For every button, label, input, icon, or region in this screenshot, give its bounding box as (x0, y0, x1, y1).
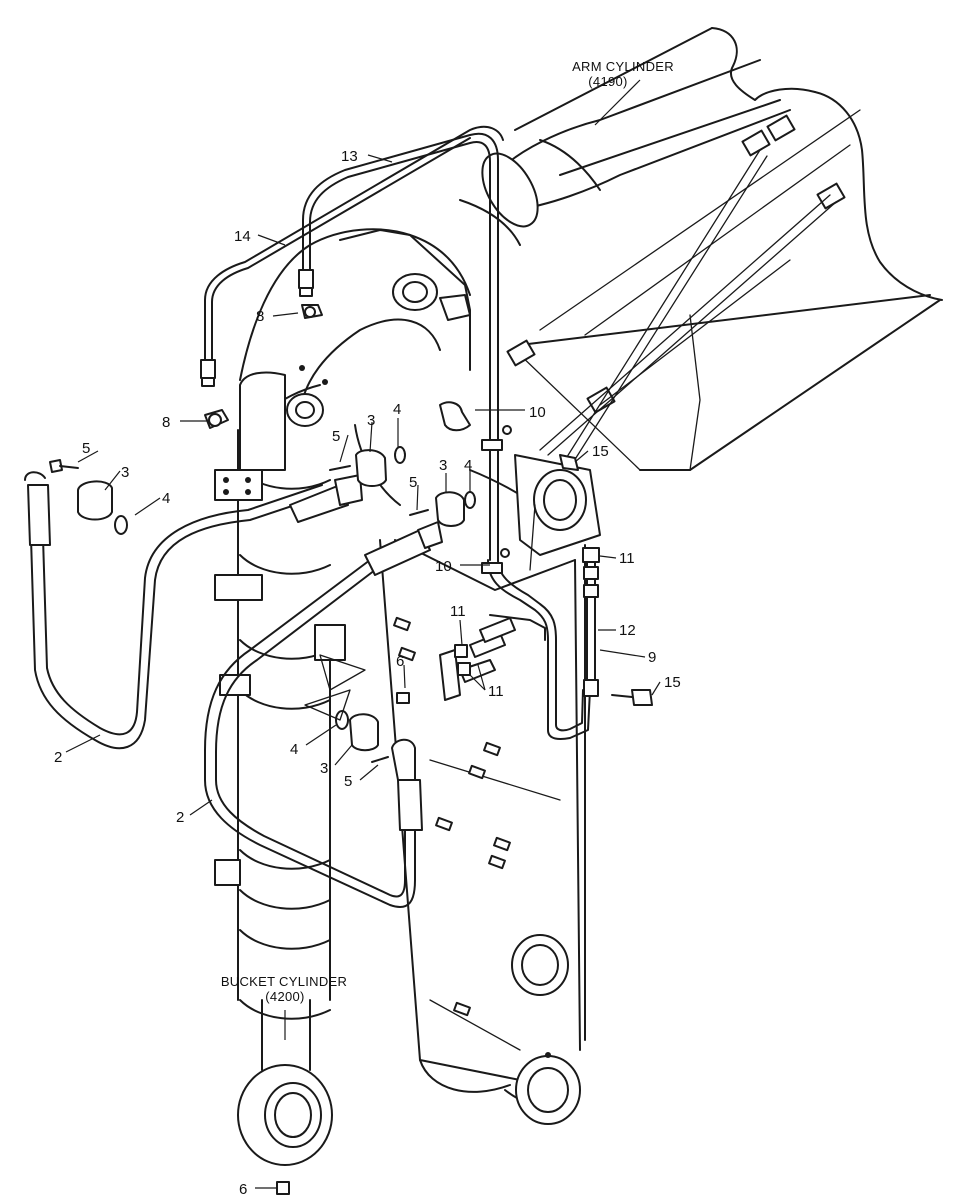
callout-13: 13 (341, 148, 358, 165)
bucket-cylinder (214, 371, 366, 1166)
callout-6-mid: 6 (396, 653, 404, 670)
callout-3-mid: 3 (439, 457, 447, 474)
callout-11-lower: 11 (488, 683, 504, 700)
pipe-14 (204, 125, 504, 366)
leader-lines (65, 79, 661, 1189)
arm-cylinder-label: ARM CYLINDER (572, 59, 674, 74)
callout-12: 12 (619, 622, 636, 639)
callout-4-left: 4 (162, 490, 170, 507)
bucket-cylinder-code: (4200) (265, 989, 304, 1004)
component-labels: ARM CYLINDER (4190) BUCKET CYLINDER (420… (221, 59, 674, 1004)
callout-8-lower: 8 (162, 414, 170, 431)
bucket-cylinder-label: BUCKET CYLINDER (221, 974, 347, 989)
callout-11-upper: 11 (450, 603, 466, 620)
pipe-clamps-10 (481, 425, 512, 574)
callout-9: 9 (648, 649, 656, 666)
callout-4-lower: 4 (290, 741, 298, 758)
callout-5-upper-mid: 5 (332, 428, 340, 445)
arm-cylinder-code: (4190) (588, 74, 627, 89)
callout-15-lower: 15 (664, 674, 681, 691)
callout-3-left: 3 (121, 464, 129, 481)
pipe-13 (302, 132, 499, 561)
callout-4-mid: 4 (464, 457, 472, 474)
callout-numbers: 13 14 8 8 5 3 4 5 3 4 10 15 5 3 4 10 11 … (54, 148, 681, 1198)
callout-15-upper: 15 (592, 443, 609, 460)
small-parts (49, 294, 653, 1195)
callout-2-left: 2 (54, 749, 62, 766)
callout-6-bottom: 6 (239, 1181, 247, 1198)
callout-5-left: 5 (82, 440, 90, 457)
arm-body (459, 27, 943, 473)
callout-10-upper: 10 (529, 404, 546, 421)
callout-8-upper: 8 (256, 308, 264, 325)
callout-14: 14 (234, 228, 251, 245)
hose-2-right (204, 521, 443, 908)
hose-2-left (24, 471, 363, 750)
callout-4-upper-mid: 4 (393, 401, 401, 418)
fittings-block-11 (439, 617, 516, 701)
callout-3-upper-mid: 3 (367, 412, 375, 429)
callout-11-right: 11 (619, 550, 635, 567)
callout-3-lower: 3 (320, 760, 328, 777)
callout-10-lower: 10 (435, 558, 452, 575)
fittings-upper (200, 269, 323, 429)
pipe-12 (582, 547, 600, 697)
callout-5-mid: 5 (409, 474, 417, 491)
callout-5-lower: 5 (344, 773, 352, 790)
callout-2-right: 2 (176, 809, 184, 826)
arm-plate (379, 454, 601, 1125)
